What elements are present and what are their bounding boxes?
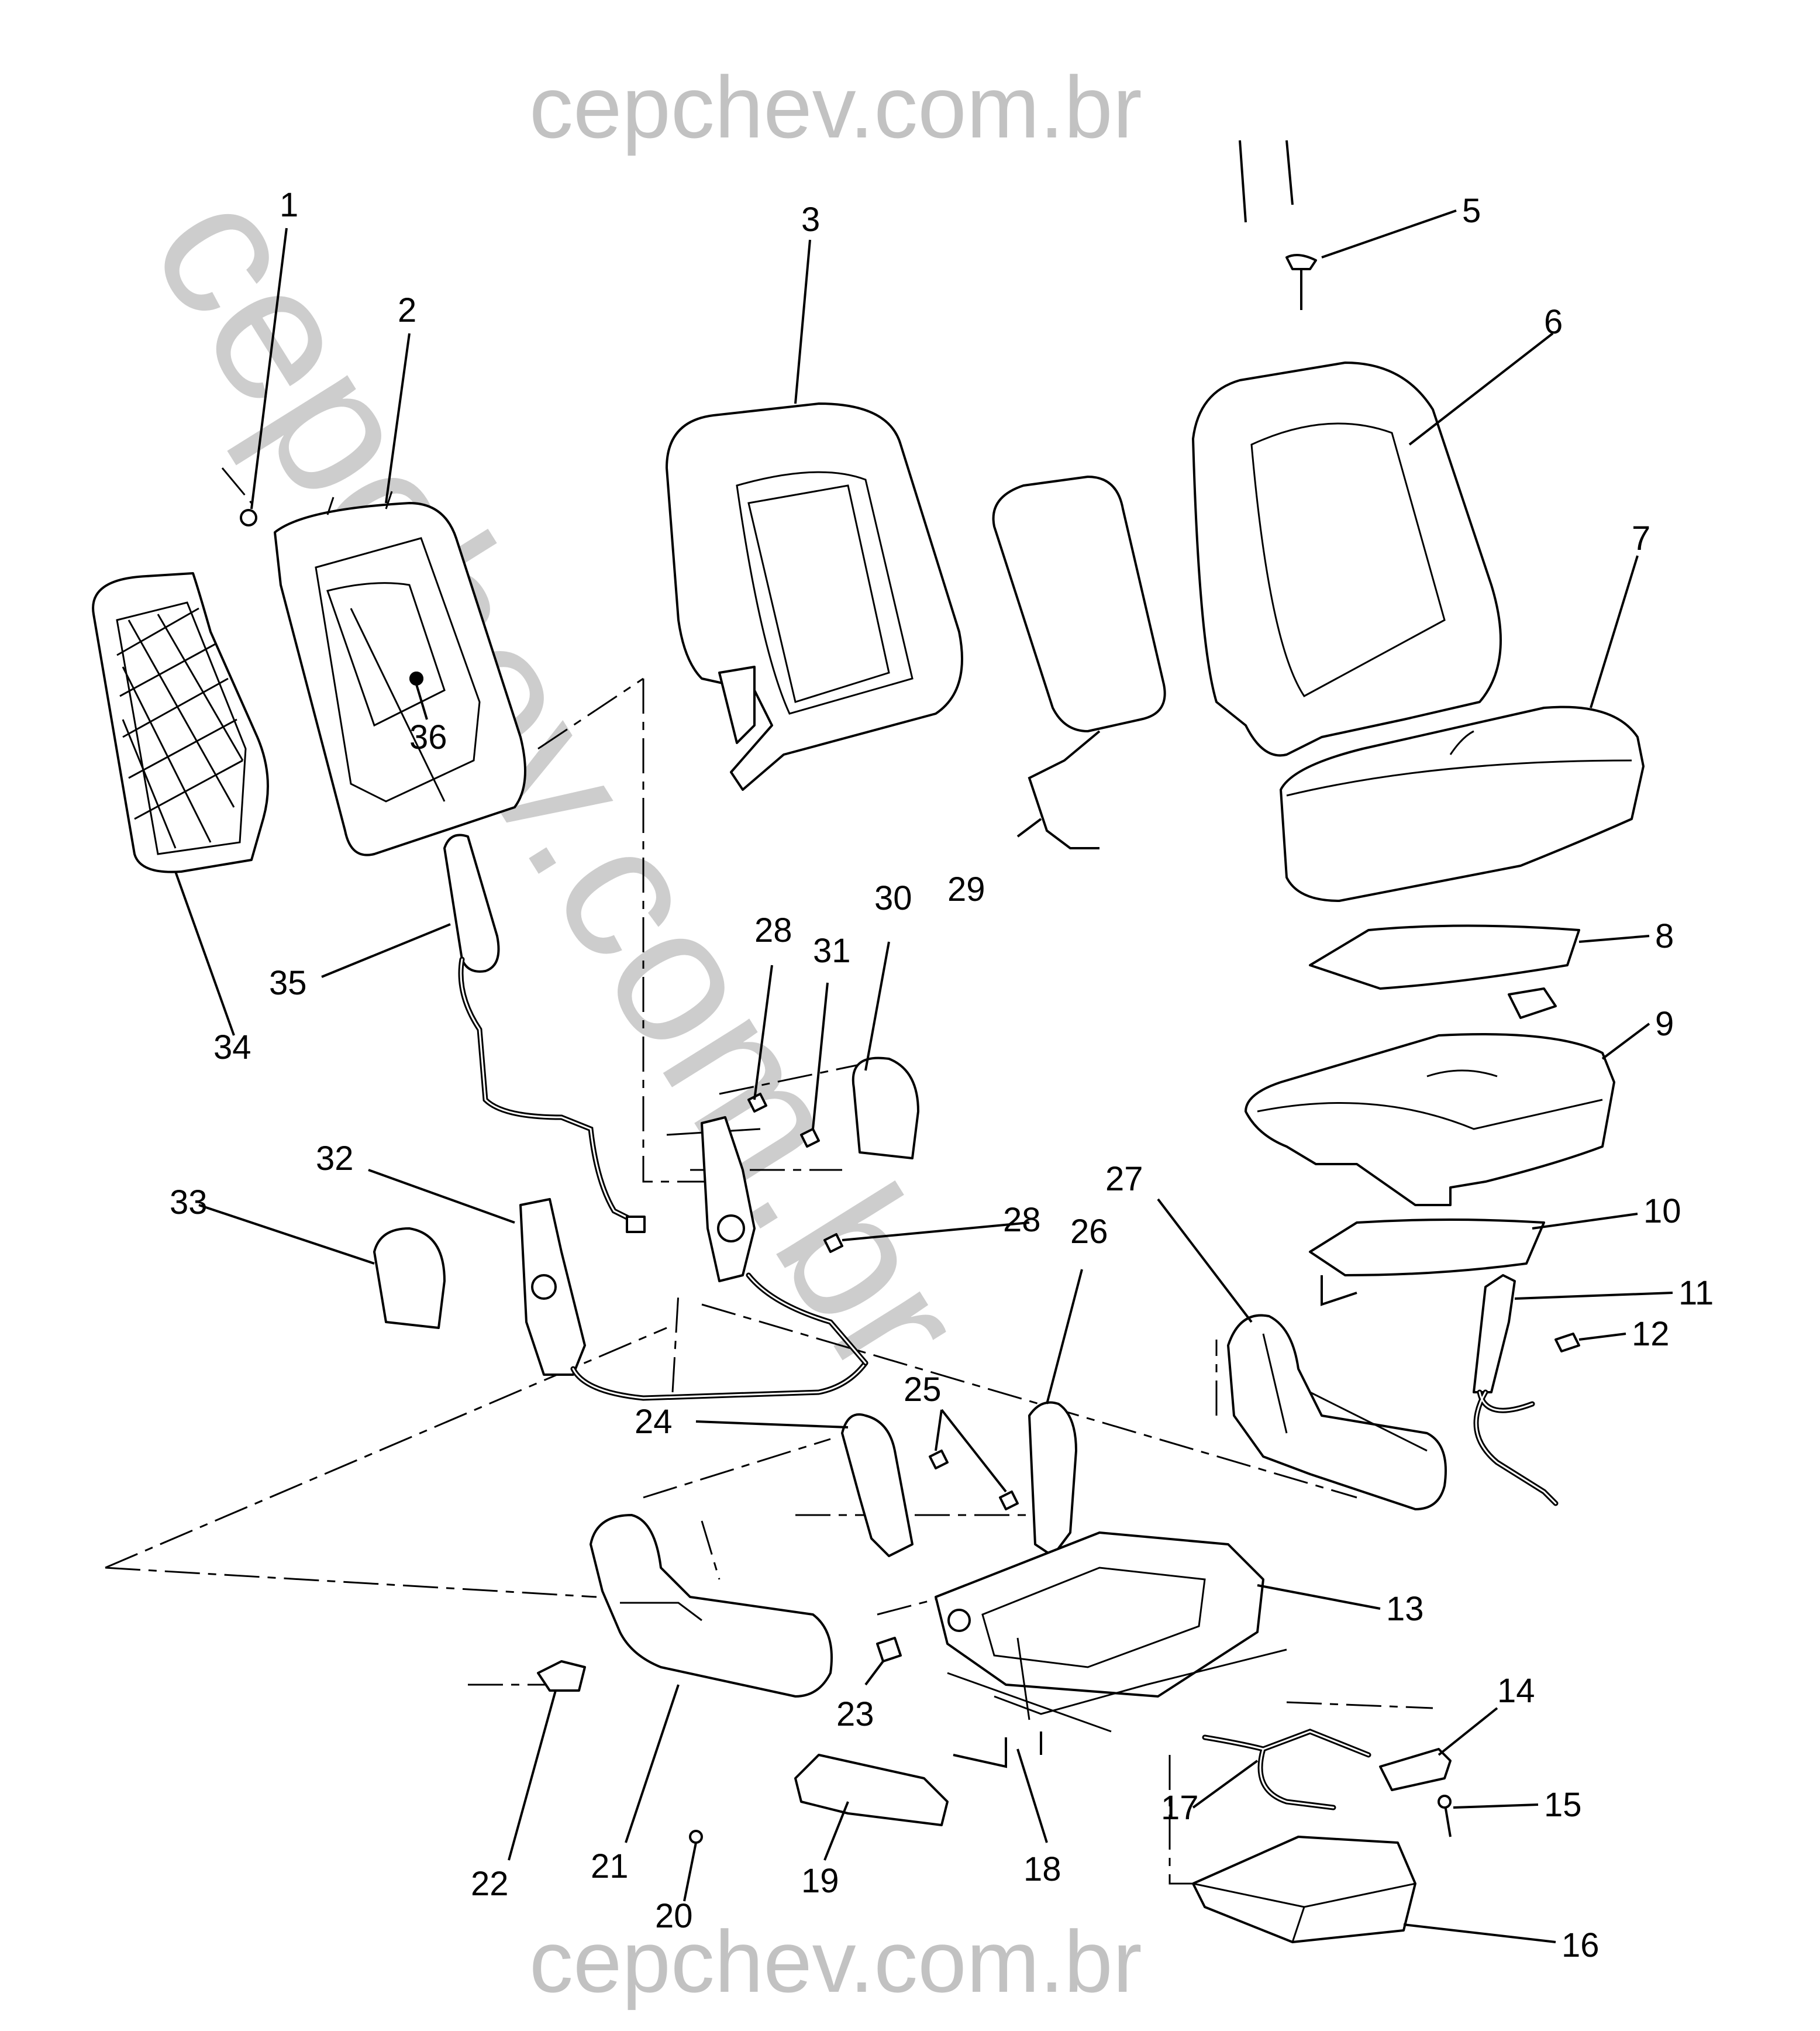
callout-13: 13 — [1386, 1590, 1424, 1628]
callout-8: 8 — [1655, 917, 1674, 955]
part-35-lumbar-pad — [443, 834, 646, 1233]
callout-30: 30 — [874, 879, 912, 917]
part-32-recliner-mechanism — [519, 1198, 868, 1401]
callout-9: 9 — [1655, 1005, 1674, 1043]
callout-19: 19 — [801, 1862, 839, 1900]
callout-11: 11 — [1678, 1274, 1714, 1312]
watermark-top: cepchev.com.br — [529, 58, 1142, 156]
callout-32: 32 — [316, 1140, 354, 1178]
callout-16: 16 — [1562, 1926, 1600, 1964]
part-6-seatback-cover — [1192, 362, 1502, 757]
part-7-seat-cushion-cover — [1280, 705, 1645, 902]
callout-7: 7 — [1632, 519, 1650, 557]
callout-2: 2 — [398, 291, 416, 329]
callout-24: 24 — [635, 1403, 673, 1441]
callout-33: 33 — [170, 1183, 208, 1221]
part-19-switch-bezel — [794, 1754, 949, 1826]
part-23-switch — [876, 1637, 902, 1662]
part-13-seat-frame — [935, 1531, 1287, 1733]
callout-28a: 28 — [754, 911, 792, 949]
part-12-bolt — [1554, 1333, 1580, 1352]
callout-28b: 28 — [1003, 1201, 1041, 1239]
callout-25: 25 — [904, 1371, 942, 1409]
callout-5: 5 — [1462, 192, 1481, 230]
part-29-back-insert — [992, 476, 1166, 849]
callout-26: 26 — [1070, 1213, 1108, 1251]
part-22-cap — [537, 1660, 586, 1692]
callout-23: 23 — [836, 1695, 874, 1733]
part-recliner-inner — [701, 1116, 868, 1366]
part-15-bolt — [1438, 1795, 1452, 1837]
part-33-recliner-cover — [373, 1227, 446, 1329]
part-14-module — [1379, 1748, 1452, 1791]
part-31-bolt — [800, 1128, 820, 1148]
callout-6: 6 — [1544, 303, 1563, 341]
callout-18: 18 — [1023, 1850, 1061, 1888]
part-18-rod — [953, 1731, 1042, 1768]
part-11-belt-buckle — [1473, 1274, 1559, 1506]
part-30-recliner-cover — [852, 1056, 919, 1159]
callout-29: 29 — [947, 870, 985, 908]
watermark-bottom: cepchev.com.br — [529, 1912, 1142, 2011]
callout-36: 36 — [409, 718, 447, 756]
part-9-cushion-foam — [1245, 1033, 1615, 1206]
part-5-headrest-guide — [1239, 140, 1317, 310]
callout-22: 22 — [471, 1865, 509, 1903]
part-26-inner-trim — [1028, 1401, 1077, 1557]
leader-lines — [174, 209, 1673, 1943]
part-21-outer-trim — [590, 1514, 833, 1698]
part-3-seatback-pad — [666, 402, 963, 791]
callout-12: 12 — [1632, 1315, 1670, 1353]
callout-14: 14 — [1497, 1672, 1535, 1710]
part-34-back-panel — [92, 572, 269, 873]
callout-20: 20 — [655, 1897, 693, 1935]
part-8-sensor-mat — [1309, 924, 1580, 1019]
part-20-screw — [689, 1830, 703, 1844]
part-16-storage-tray — [1192, 1836, 1416, 1943]
callout-31: 31 — [813, 932, 851, 970]
callout-3: 3 — [801, 201, 820, 239]
callout-labels: 1 2 3 5 6 7 8 9 10 11 12 13 14 15 16 17 … — [170, 186, 1714, 1964]
part-24-inner-trim — [841, 1413, 914, 1557]
part-10-cushion-mat — [1309, 1218, 1545, 1306]
callout-34: 34 — [213, 1028, 251, 1066]
callout-27: 27 — [1105, 1160, 1143, 1198]
part-25-bolt — [929, 1450, 1019, 1510]
callout-15: 15 — [1544, 1786, 1582, 1824]
part-27-outer-shield — [1227, 1314, 1447, 1510]
callout-10: 10 — [1643, 1192, 1681, 1230]
callout-35: 35 — [269, 964, 307, 1002]
part-36-bolt — [409, 672, 423, 686]
callout-21: 21 — [591, 1847, 629, 1885]
part-17-wire-harness — [1202, 1729, 1371, 1810]
callout-17: 17 — [1161, 1789, 1199, 1827]
part-28-bolt — [747, 1093, 843, 1253]
part-1-clip — [240, 509, 257, 526]
callout-1: 1 — [280, 186, 298, 224]
